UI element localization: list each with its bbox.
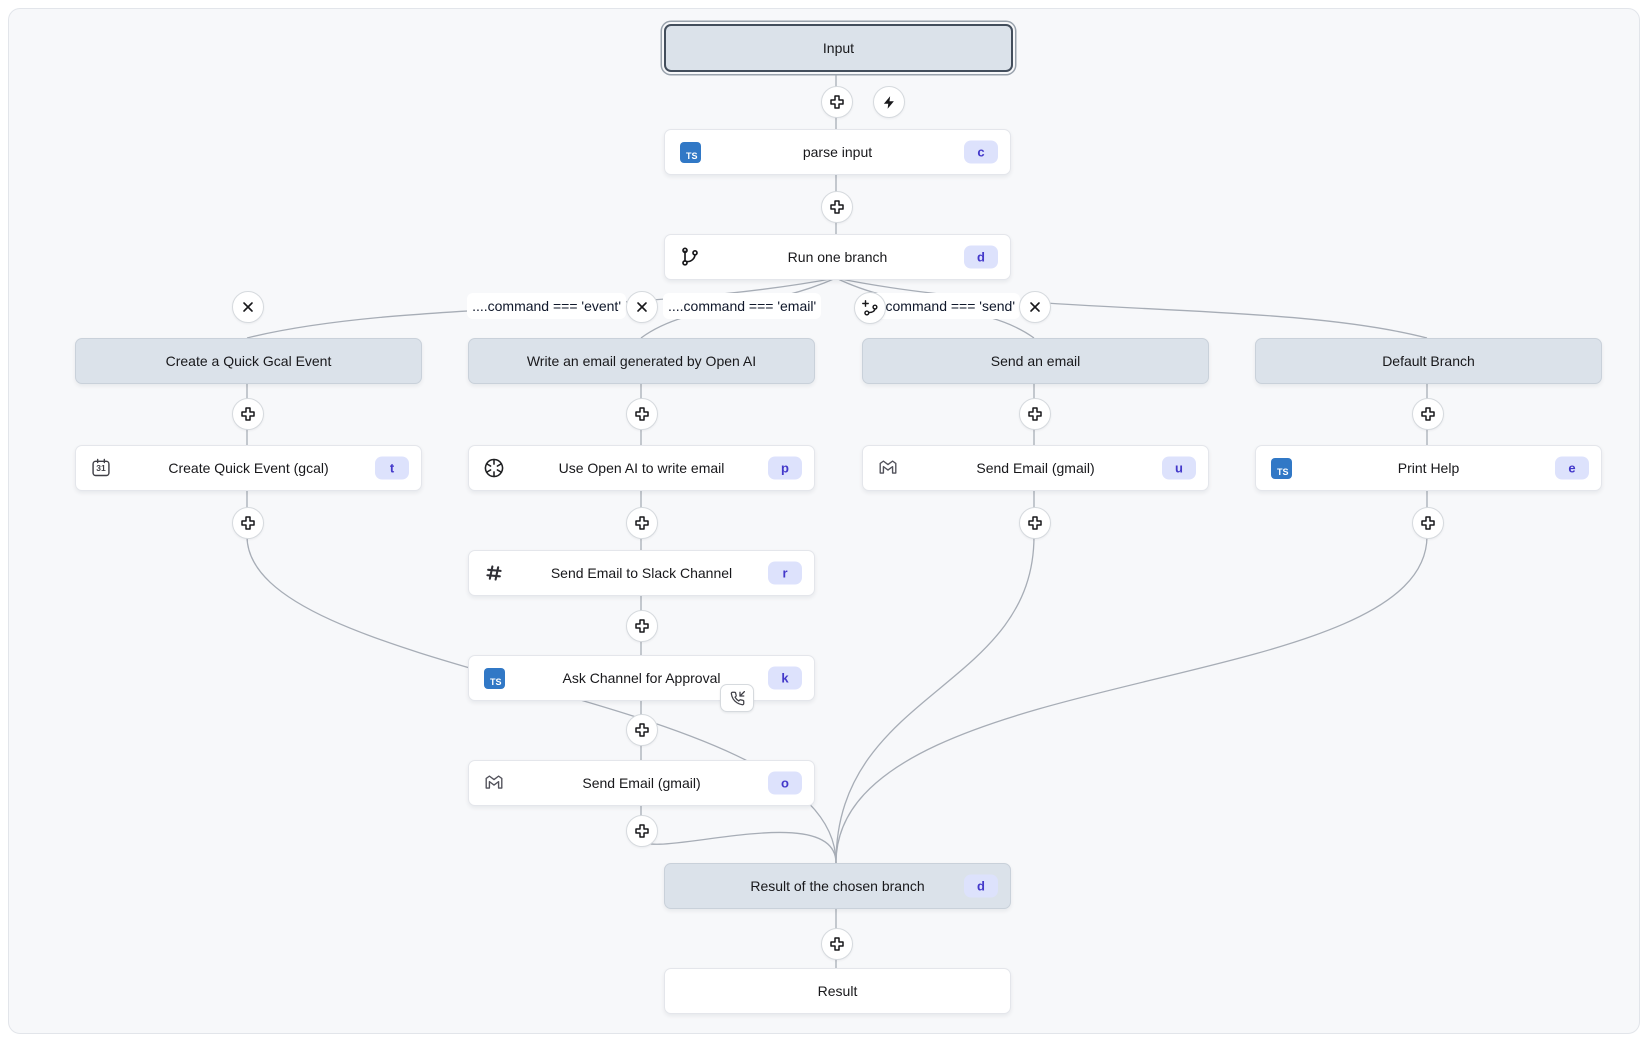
step-label: Send Email to Slack Channel: [550, 565, 733, 581]
add-step-button[interactable]: [626, 507, 658, 539]
branch-header-openai-email[interactable]: Write an email generated by Open AI: [468, 338, 815, 384]
remove-branch-button[interactable]: [1019, 291, 1051, 323]
close-icon: [1030, 302, 1040, 312]
node-label: Result: [817, 983, 858, 999]
step-id-badge: u: [1162, 456, 1196, 480]
git-branch-plus-icon: [862, 300, 878, 316]
flow-step-run-one-branch[interactable]: Run one branch d: [664, 234, 1011, 280]
close-icon: [243, 302, 253, 312]
lightning-icon: [883, 95, 894, 109]
add-step-button[interactable]: [232, 507, 264, 539]
flow-step-parse-input[interactable]: TS parse input c: [664, 129, 1011, 175]
flow-step-print-help[interactable]: TS Print Help e: [1255, 445, 1602, 491]
step-id-badge: p: [768, 456, 802, 480]
add-step-button[interactable]: [1412, 507, 1444, 539]
step-label: parse input: [802, 144, 873, 160]
flow-node-result[interactable]: Result: [664, 968, 1011, 1014]
branch-label: Default Branch: [1382, 353, 1475, 369]
step-id-badge: c: [964, 140, 998, 164]
add-step-button[interactable]: [1412, 398, 1444, 430]
trigger-lightning-button[interactable]: [873, 86, 905, 118]
branch-header-gcal-event[interactable]: Create a Quick Gcal Event: [75, 338, 422, 384]
flow-step-create-quick-event[interactable]: 31 Create Quick Event (gcal) t: [75, 445, 422, 491]
branch-label: Send an email: [990, 353, 1081, 369]
close-icon: [637, 302, 647, 312]
typescript-icon: TS: [483, 667, 505, 689]
add-step-button[interactable]: [232, 398, 264, 430]
slack-icon: [483, 562, 505, 584]
step-label: Create Quick Event (gcal): [168, 460, 329, 476]
remove-branch-button[interactable]: [232, 291, 264, 323]
step-label: Send Email (gmail): [976, 460, 1095, 476]
phone-incoming-icon: [730, 690, 745, 705]
flow-node-branch-result[interactable]: Result of the chosen branch d: [664, 863, 1011, 909]
suspend-approval-indicator[interactable]: [720, 684, 754, 712]
flow-step-openai-write-email[interactable]: Use Open AI to write email p: [468, 445, 815, 491]
git-branch-icon: [679, 246, 701, 268]
add-step-button[interactable]: [821, 191, 853, 223]
typescript-icon: TS: [1270, 457, 1292, 479]
step-id-badge: d: [964, 874, 998, 898]
step-id-badge: r: [768, 561, 802, 585]
step-id-badge: e: [1555, 456, 1589, 480]
branch-header-default[interactable]: Default Branch: [1255, 338, 1602, 384]
branch-condition-label: ....command === 'event': [467, 293, 626, 319]
flow-step-send-gmail[interactable]: Send Email (gmail) u: [862, 445, 1209, 491]
typescript-icon: TS: [679, 141, 701, 163]
branch-condition-label: ....command === 'email': [663, 293, 822, 319]
add-step-button[interactable]: [626, 398, 658, 430]
flow-step-send-slack[interactable]: Send Email to Slack Channel r: [468, 550, 815, 596]
node-label: Result of the chosen branch: [750, 878, 925, 894]
flow-step-ask-approval[interactable]: TS Ask Channel for Approval k: [468, 655, 815, 701]
branch-label: Write an email generated by Open AI: [526, 353, 757, 369]
branch-condition-label: ....command === 'send': [864, 293, 1020, 319]
step-label: Ask Channel for Approval: [562, 670, 721, 686]
add-branch-button[interactable]: [854, 292, 886, 324]
add-step-button[interactable]: [821, 86, 853, 118]
add-step-button[interactable]: [626, 815, 658, 847]
gmail-icon: [877, 457, 899, 479]
step-id-badge: o: [768, 771, 802, 795]
step-label: Send Email (gmail): [582, 775, 701, 791]
step-id-badge: k: [768, 666, 802, 690]
branch-header-send-email[interactable]: Send an email: [862, 338, 1209, 384]
step-label: Print Help: [1397, 460, 1460, 476]
remove-branch-button[interactable]: [626, 291, 658, 323]
step-label: Use Open AI to write email: [558, 460, 725, 476]
add-step-button[interactable]: [1019, 507, 1051, 539]
flow-step-send-gmail-approval[interactable]: Send Email (gmail) o: [468, 760, 815, 806]
step-id-badge: t: [375, 456, 409, 480]
add-step-button[interactable]: [626, 714, 658, 746]
branch-label: Create a Quick Gcal Event: [165, 353, 332, 369]
step-label: Run one branch: [787, 249, 888, 265]
node-label: Input: [822, 40, 855, 56]
add-step-button[interactable]: [821, 928, 853, 960]
add-step-button[interactable]: [626, 610, 658, 642]
add-step-button[interactable]: [1019, 398, 1051, 430]
openai-icon: [483, 457, 505, 479]
flow-node-input[interactable]: Input: [664, 24, 1013, 72]
gmail-icon: [483, 772, 505, 794]
step-id-badge: d: [964, 245, 998, 269]
google-calendar-icon: 31: [90, 457, 112, 479]
